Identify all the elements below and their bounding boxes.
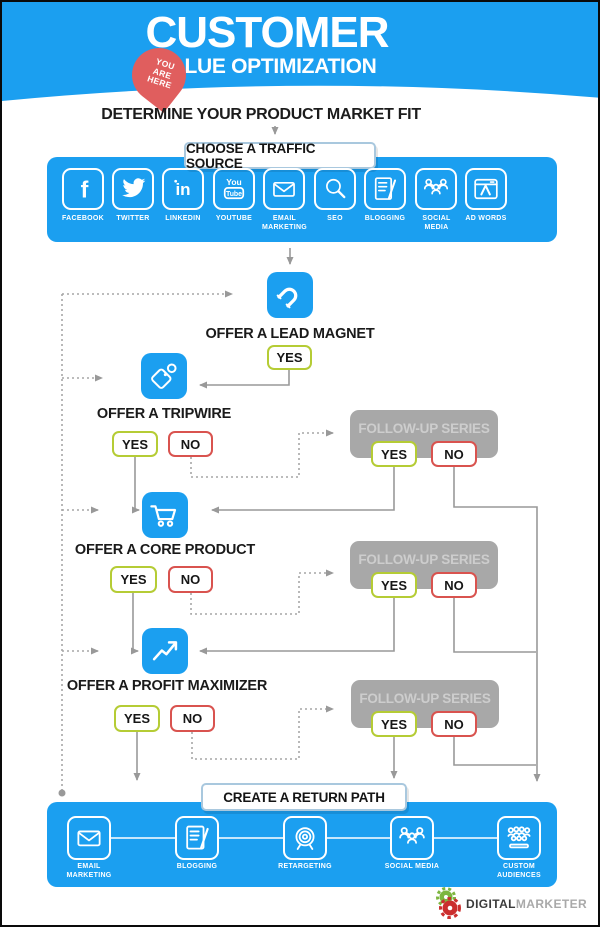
lead-magnet-label: OFFER A LEAD MAGNET bbox=[205, 326, 375, 342]
svg-text:Tube: Tube bbox=[226, 191, 242, 198]
cart-icon bbox=[150, 505, 177, 527]
traffic-tile-seo bbox=[314, 168, 356, 210]
profit-maximizer-no: NO bbox=[170, 705, 215, 732]
email-icon bbox=[77, 830, 101, 847]
return-label: BLOGGING bbox=[176, 863, 218, 870]
tripwire-tile bbox=[141, 353, 187, 399]
social-media-icon bbox=[399, 827, 425, 844]
tag-icon bbox=[151, 363, 177, 389]
custom-audiences-icon bbox=[507, 826, 531, 849]
core-product-label: OFFER A CORE PRODUCT bbox=[74, 542, 256, 558]
return-path-title: CREATE A RETURN PATH bbox=[201, 783, 407, 811]
linkedin-icon: in bbox=[174, 179, 191, 199]
followup-2-no: NO bbox=[431, 572, 477, 598]
email-icon bbox=[273, 181, 295, 197]
growth-chart-icon bbox=[152, 641, 178, 661]
core-product-yes: YES bbox=[110, 566, 157, 593]
traffic-label: BLOGGING bbox=[364, 215, 406, 222]
traffic-label: LINKEDIN bbox=[165, 215, 201, 222]
brand-wordmark: DIGITALMARKETER bbox=[466, 897, 587, 911]
traffic-tile-blogging bbox=[364, 168, 406, 210]
traffic-label: FACEBOOK bbox=[61, 215, 105, 222]
traffic-tile-twitter bbox=[112, 168, 154, 210]
followup-3-no: NO bbox=[431, 711, 477, 737]
core-product-tile bbox=[142, 492, 188, 538]
tripwire-no: NO bbox=[168, 431, 213, 457]
traffic-label: EMAIL MARKETING bbox=[261, 215, 308, 231]
lead-magnet-yes: YES bbox=[267, 345, 312, 370]
facebook-icon: f bbox=[81, 177, 89, 203]
followup-1-no: NO bbox=[431, 441, 477, 467]
return-label: SOCIAL MEDIA bbox=[384, 863, 440, 870]
traffic-tile-email bbox=[263, 168, 305, 210]
traffic-tile-adwords bbox=[465, 168, 507, 210]
return-tile-audiences bbox=[497, 816, 541, 860]
return-label: EMAIL MARKETING bbox=[66, 863, 112, 879]
followup-3-yes: YES bbox=[371, 711, 417, 737]
return-label: CUSTOM AUDIENCES bbox=[497, 863, 541, 879]
retargeting-icon bbox=[295, 827, 315, 850]
brand-marketer: MARKETER bbox=[515, 897, 588, 911]
traffic-label: SOCIAL MEDIA bbox=[422, 215, 451, 231]
svg-text:You: You bbox=[226, 177, 241, 187]
profit-maximizer-tile bbox=[142, 628, 188, 674]
return-tile-retargeting bbox=[283, 816, 327, 860]
return-tile-social bbox=[390, 816, 434, 860]
page-title: CUSTOMER bbox=[145, 8, 390, 57]
traffic-label: TWITTER bbox=[116, 215, 150, 222]
magnet-icon bbox=[276, 287, 298, 309]
traffic-label: YOUTUBE bbox=[215, 215, 253, 222]
traffic-label: SEO bbox=[327, 215, 343, 222]
seo-icon bbox=[326, 178, 346, 199]
adwords-icon bbox=[474, 178, 498, 200]
profit-maximizer-yes: YES bbox=[114, 705, 160, 732]
blogging-icon bbox=[186, 825, 209, 850]
profit-maximizer-label: OFFER A PROFIT MAXIMIZER bbox=[66, 678, 268, 694]
traffic-tile-social bbox=[415, 168, 457, 210]
traffic-tile-facebook: f bbox=[62, 168, 104, 210]
followup-2-yes: YES bbox=[371, 572, 417, 598]
traffic-label: AD WORDS bbox=[465, 215, 507, 222]
twitter-icon bbox=[122, 178, 146, 198]
social-media-icon bbox=[423, 178, 449, 195]
return-label: RETARGETING bbox=[278, 863, 332, 870]
traffic-tile-linkedin: in bbox=[162, 168, 204, 210]
traffic-source-title: CHOOSE A TRAFFIC SOURCE bbox=[184, 141, 376, 171]
tripwire-label: OFFER A TRIPWIRE bbox=[96, 406, 232, 422]
svg-text:in: in bbox=[175, 180, 190, 199]
page-subtitle: VALUE OPTIMIZATION bbox=[157, 55, 377, 78]
svg-text:f: f bbox=[81, 177, 89, 203]
tagline: DETERMINE YOUR PRODUCT MARKET FIT bbox=[101, 106, 421, 123]
gear-logo-icon bbox=[436, 887, 461, 919]
tripwire-yes: YES bbox=[112, 431, 158, 457]
return-tile-blogging bbox=[175, 816, 219, 860]
brand-digital: DIGITAL bbox=[466, 897, 516, 911]
return-tile-email bbox=[67, 816, 111, 860]
core-product-no: NO bbox=[168, 566, 213, 593]
lead-magnet-tile bbox=[267, 272, 313, 318]
followup-1-yes: YES bbox=[371, 441, 417, 467]
blogging-icon bbox=[374, 177, 397, 200]
